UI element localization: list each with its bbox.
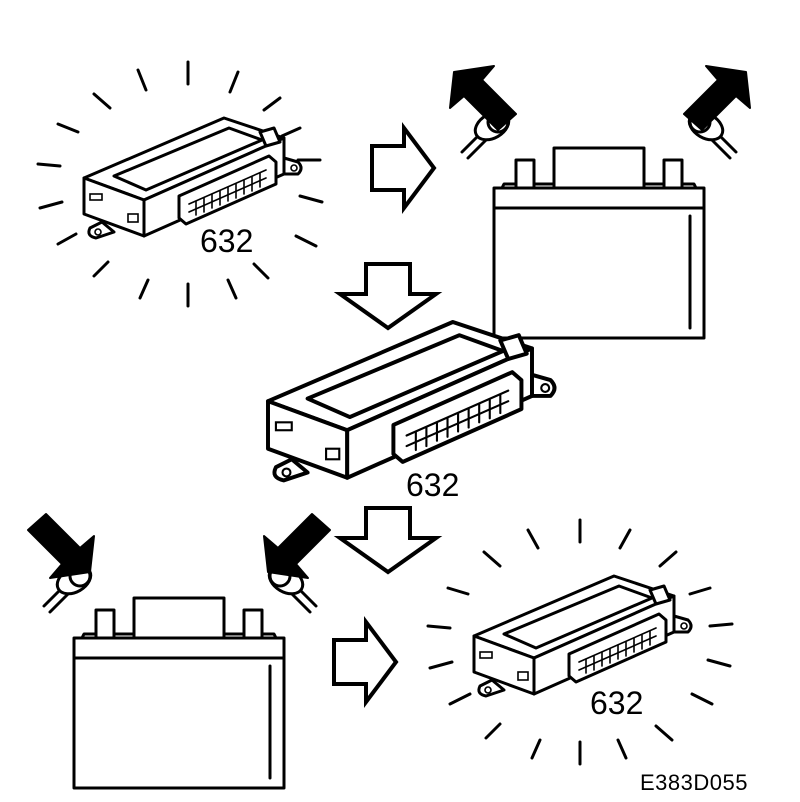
control-module-icon <box>472 574 693 698</box>
battery-icon <box>72 596 286 790</box>
control-module-icon <box>82 116 303 240</box>
module-active-top-left: 632 <box>36 60 324 308</box>
module-label-632-bottom: 632 <box>590 685 643 721</box>
module-label-632-top: 632 <box>200 223 253 259</box>
battery-icon <box>492 146 706 340</box>
hollow-arrow-right-icon <box>370 126 436 210</box>
battery-disconnect-top-right <box>449 65 751 340</box>
battery-reconnect-bottom-left <box>27 513 331 790</box>
solid-arrow-down-right-icon <box>27 513 95 579</box>
control-module-icon <box>266 320 557 483</box>
module-label-632-center: 632 <box>406 467 459 503</box>
hollow-arrow-down-icon <box>338 506 438 574</box>
module-idle-center: 632 <box>266 320 557 503</box>
glow-rays-top-left <box>36 60 324 308</box>
hollow-arrow-down-icon <box>338 262 438 330</box>
figure-code: E383D055 <box>640 770 748 795</box>
glow-rays-bottom-right <box>426 518 734 766</box>
module-active-bottom-right: 632 <box>426 518 734 766</box>
hollow-arrow-right-icon <box>332 620 398 704</box>
solid-arrow-down-left-icon <box>263 513 331 579</box>
